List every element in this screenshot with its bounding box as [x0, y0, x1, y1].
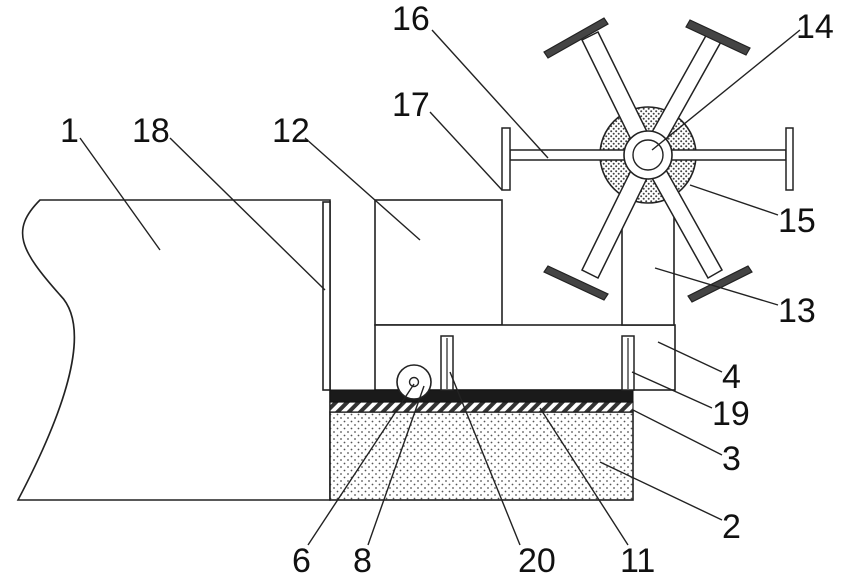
- foundation: [330, 412, 633, 500]
- wall-body: [18, 200, 330, 500]
- label-6: 6: [292, 542, 311, 580]
- label-14: 14: [796, 8, 834, 46]
- hatched-strip: [330, 402, 633, 412]
- label-13: 13: [778, 292, 816, 330]
- upper-block: [375, 200, 502, 325]
- label-4: 4: [722, 358, 741, 396]
- label-20: 20: [518, 542, 556, 580]
- label-11: 11: [620, 542, 655, 580]
- label-17: 17: [392, 86, 430, 124]
- vertical-plate: [323, 202, 330, 390]
- label-12: 12: [272, 112, 310, 150]
- label-16: 16: [392, 0, 430, 38]
- label-1: 1: [60, 112, 79, 150]
- label-18: 18: [132, 112, 170, 150]
- label-15: 15: [778, 202, 816, 240]
- label-2: 2: [722, 508, 741, 546]
- dark-rail: [330, 390, 633, 402]
- label-8: 8: [353, 542, 372, 580]
- label-19: 19: [712, 395, 750, 433]
- label-3: 3: [722, 440, 741, 478]
